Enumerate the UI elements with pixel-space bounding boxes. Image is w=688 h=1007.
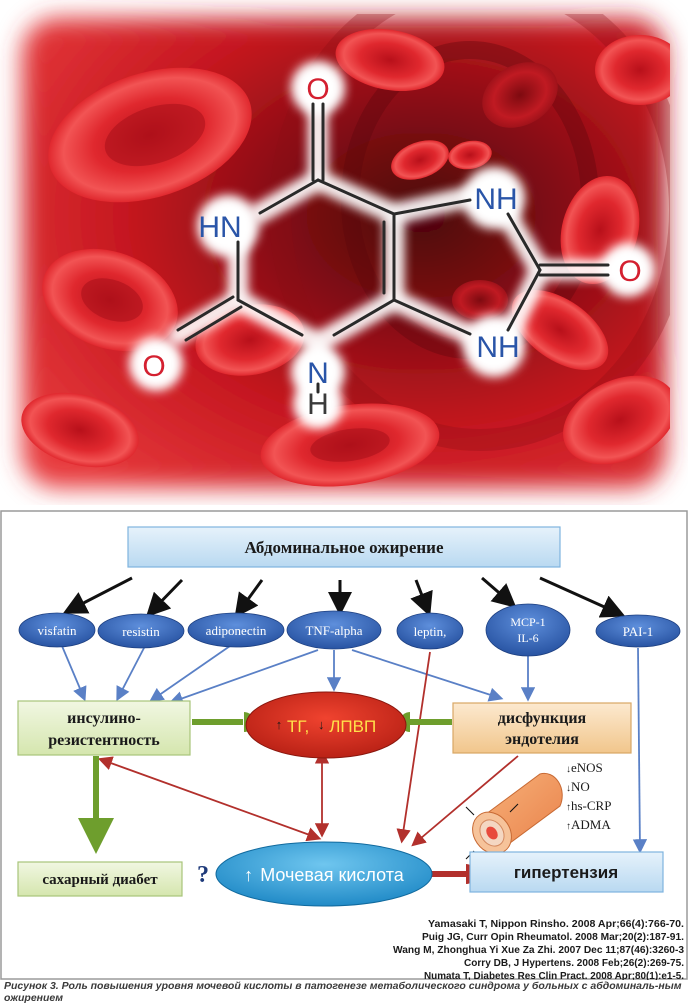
- insulin-resistance-line2: резистентность: [48, 732, 160, 749]
- header-arrows: [62, 576, 626, 618]
- reference-4: Corry DB, J Hypertens. 2008 Feb;26(2):26…: [464, 958, 684, 969]
- hypertension-box: [469, 851, 664, 893]
- oxygen-left-label: O: [142, 350, 165, 383]
- mediator-resistin: resistin: [97, 613, 185, 649]
- molecule-label-glow: [132, 64, 652, 426]
- svg-text:resistin: resistin: [122, 624, 160, 639]
- endothelial-dysfunction-box: [452, 702, 632, 754]
- header-title: Абдоминальное ожирение: [244, 538, 443, 557]
- nh-bottom-right-label: NH: [476, 331, 519, 364]
- svg-text:adiponectin: adiponectin: [206, 623, 267, 638]
- figure-caption: Рисунок 3. Роль повышения уровня мочевой…: [4, 980, 682, 1004]
- marker-adma: ↑ADMA: [566, 817, 611, 832]
- tg-hdl-label: ↑ ТГ, ↓ ЛПВП: [276, 714, 376, 736]
- svg-text:leptin,: leptin,: [414, 624, 447, 639]
- uric-acid-illustration: O HN NH O O N H NH: [21, 14, 670, 488]
- marker-hs-crp: ↑hs-CRP: [566, 798, 611, 813]
- blood-cell: [48, 67, 252, 203]
- svg-text:IL-6: IL-6: [517, 631, 538, 645]
- diabetes-label: сахарный диабет: [42, 872, 158, 888]
- mediator-tnf-alpha: TNF-alpha: [286, 610, 382, 650]
- references: Yamasaki T, Nippon Rinsho. 2008 Apr;66(4…: [393, 919, 684, 980]
- marker-list: ↓eNOS ↓NO ↑hs-CRP ↑ADMA: [566, 760, 611, 832]
- marker-enos: ↓eNOS: [566, 760, 603, 775]
- hypertension-label: гипертензия: [514, 863, 618, 882]
- uric-acid-label: ↑ Мочевая кислота: [244, 865, 405, 885]
- svg-text:PAI-1: PAI-1: [623, 624, 654, 639]
- uric-acid-ellipse: [215, 841, 433, 907]
- svg-text:MCP-1: MCP-1: [510, 615, 545, 629]
- molecule-bonds: [176, 102, 610, 394]
- mediator-mcp-il6: MCP-1 IL-6: [485, 603, 571, 657]
- diabetes-box: [17, 861, 183, 897]
- blood-cell: [391, 140, 492, 180]
- blood-cell: [482, 62, 558, 128]
- oxygen-right-label: O: [618, 255, 641, 288]
- tg-hdl-ellipse: [245, 691, 407, 759]
- header-box: [127, 526, 561, 568]
- insulin-resistance-box: [17, 700, 191, 756]
- blood-cell: [42, 248, 178, 352]
- nh-top-right-label: NH: [474, 183, 517, 216]
- arrow-down-icon: ↓: [318, 717, 325, 732]
- reference-2: Puig JG, Curr Opin Rheumatol. 2008 Mar;2…: [422, 932, 684, 943]
- oxygen-top-label: O: [306, 73, 329, 106]
- svg-text:TNF-alpha: TNF-alpha: [305, 623, 362, 638]
- hn-left-label: HN: [198, 211, 241, 244]
- question-mark: ?: [197, 862, 209, 888]
- mediator-visfatin: visfatin: [18, 612, 96, 648]
- mediator-adiponectin: adiponectin: [187, 612, 285, 648]
- mediator-pai-1: PAI-1: [595, 614, 681, 648]
- mediator-leptin: leptin,: [396, 612, 464, 650]
- reference-3: Wang M, Zhonghua Yi Xue Za Zhi. 2007 Dec…: [393, 945, 684, 956]
- pathogenesis-diagram: Абдоминальное ожирение: [0, 510, 688, 980]
- marker-no: ↓NO: [566, 779, 590, 794]
- reference-1: Yamasaki T, Nippon Rinsho. 2008 Apr;66(4…: [428, 919, 684, 930]
- svg-text:visfatin: visfatin: [38, 623, 77, 638]
- endothelial-dysfunction-line2: эндотелия: [505, 731, 579, 748]
- blood-cell: [452, 280, 609, 370]
- green-connectors: [78, 719, 452, 854]
- arrow-up-icon: ↑: [276, 717, 283, 732]
- arrow-up-icon: ↑: [244, 865, 253, 885]
- h-bottom-label: H: [307, 388, 329, 421]
- blood-vessel-icon: [465, 772, 563, 861]
- reference-5: Numata T, Diabetes Res Clin Pract. 2008 …: [424, 971, 684, 980]
- blood-cell: [260, 403, 440, 487]
- red-arrows: [97, 651, 519, 847]
- n-bottom-label: N: [307, 357, 329, 390]
- blood-cell: [21, 28, 670, 468]
- insulin-resistance-line1: инсулино-: [67, 710, 141, 727]
- endothelial-dysfunction-line1: дисфункция: [498, 710, 587, 727]
